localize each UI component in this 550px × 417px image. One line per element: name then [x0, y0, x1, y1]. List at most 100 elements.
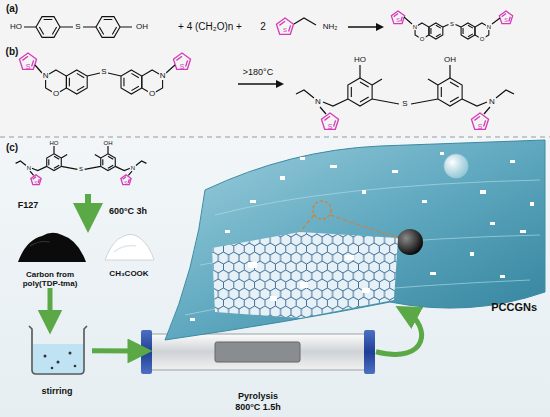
atom-label: S: [74, 23, 81, 31]
reaction-c-polymer: [85, 194, 91, 218]
tube-furnace: [364, 330, 375, 374]
panel-letter: (c): [5, 143, 19, 153]
atom-label: S: [78, 166, 84, 172]
process-arrow: [92, 348, 140, 353]
atom-label: O: [52, 90, 60, 98]
atom-label: S: [327, 123, 334, 130]
reaction-b-structures: [238, 83, 282, 85]
carbon-pile: [18, 233, 86, 262]
tube-furnace: [150, 334, 366, 370]
beaker: [29, 326, 87, 374]
beaker: [74, 365, 77, 368]
atom-label: HO: [9, 23, 23, 31]
graphene-sheet: [530, 202, 534, 206]
panel-divider: [0, 137, 550, 138]
reaction-a-structures: [429, 23, 443, 39]
graphene-sheet: [392, 170, 398, 173]
graphene-lattice-inset: [248, 262, 257, 268]
atom-label: N: [486, 24, 492, 30]
atom-label: OH: [135, 23, 149, 31]
reaction-a-structures: [96, 17, 120, 38]
graphene-lattice-inset: [270, 296, 277, 301]
atom-label: S: [449, 21, 455, 27]
graphene-sheet: [520, 230, 526, 233]
atom-label: HO: [353, 56, 367, 64]
atom-label: O: [148, 90, 156, 98]
graphene-lattice-inset: [345, 255, 354, 260]
atom-label: N: [26, 165, 32, 171]
graphene-lattice-inset: [362, 288, 370, 293]
panel-letter: (b): [5, 47, 20, 57]
reaction-a-structures: [391, 11, 404, 24]
atom-label: N: [130, 165, 136, 171]
beaker: [29, 326, 87, 374]
graphene-sheet: PCCGNs: [160, 140, 545, 312]
atom-label: N: [488, 98, 496, 106]
template-label: F127: [17, 201, 40, 210]
condition-label: >180°C: [242, 68, 274, 77]
graphene-lattice-inset: [313, 201, 331, 219]
atom-label: O: [479, 36, 486, 42]
beaker: [51, 367, 54, 370]
atom-label: N: [314, 98, 322, 106]
beaker: [33, 344, 83, 373]
acetate-pile: [114, 246, 136, 252]
graphene-sheet: [440, 152, 444, 155]
graphene-sheet: [165, 140, 545, 340]
reaction-b-structures: [35, 65, 175, 76]
stirring-beaker: stirring: [22, 322, 92, 396]
graphene-sheet: [300, 157, 305, 160]
atom-label: N: [412, 24, 418, 30]
graphene-sheet: [225, 230, 230, 233]
reaction-a-structures: [24, 11, 513, 39]
reaction-b-structures: [296, 65, 514, 129]
node-caption: stirring: [22, 386, 92, 396]
graphene-sheet: [510, 160, 515, 163]
graphene-sheet: [500, 275, 505, 278]
graphene-lattice-inset: [300, 215, 398, 238]
node-caption: CH₃COOK: [98, 269, 160, 278]
graphene-lattice-inset: [212, 232, 398, 318]
atom-label: S: [401, 100, 408, 108]
node-caption: Pyrolysis 800°C 1.5h: [226, 391, 290, 412]
atom-label: S: [503, 18, 509, 24]
condition-label: 600°C 3h: [108, 207, 148, 216]
graphene-lattice-inset: [300, 282, 308, 288]
reaction-a-structures: [276, 18, 293, 34]
panel-ab-background: [0, 0, 550, 137]
graphene-lattice-inset: [212, 201, 398, 318]
atom-label: OH: [443, 56, 457, 64]
graphene-sheet: [330, 165, 337, 168]
process-arrow: [376, 312, 422, 354]
atom-label: S: [25, 63, 32, 70]
atom-label: HO: [49, 140, 60, 146]
atom-label: S: [100, 68, 107, 76]
tube-furnace: [141, 330, 152, 374]
graphene-sheet: [430, 272, 436, 275]
panel-letter: (a): [5, 4, 19, 14]
atom-label: S: [395, 18, 401, 24]
carbon-pile: [30, 242, 50, 247]
graphene-sheet: [422, 200, 427, 203]
acetate-pile: [105, 234, 154, 260]
atom-label: S: [33, 181, 38, 186]
reagent-text: + 4 (CH₂O)n +: [177, 22, 243, 32]
atom-label: S: [477, 123, 484, 130]
beaker: [57, 361, 60, 364]
reaction-a-structures: [461, 23, 475, 39]
reaction-a-structures: [36, 17, 60, 38]
node-caption: PCCGNs: [457, 301, 537, 314]
coefficient: 2: [259, 22, 267, 32]
graphene-sheet: [470, 252, 474, 256]
atom-label: N: [42, 72, 50, 80]
beaker: [69, 352, 72, 355]
reagent-pile: CH₃COOK: [98, 228, 160, 278]
atom-label: S: [179, 63, 186, 70]
graphene-sheet: [362, 190, 366, 194]
reaction-b-structures: [173, 53, 190, 69]
acetate-pile: [105, 234, 154, 260]
reaction-a-structures: [499, 11, 512, 24]
reaction-c-polymer: [16, 146, 147, 185]
